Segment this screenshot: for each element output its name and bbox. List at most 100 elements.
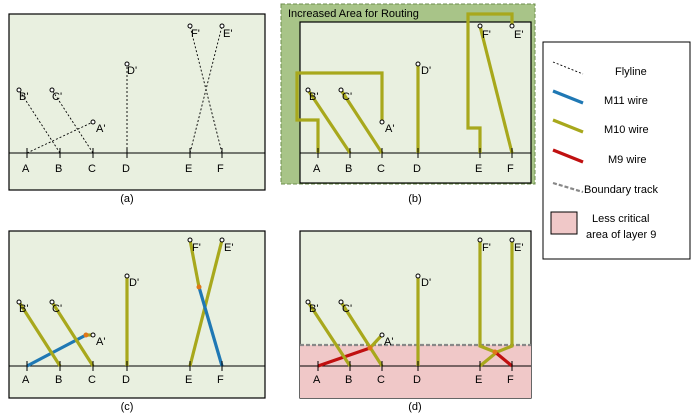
panel-c: A B C D E F A' B' C' D' F' E' (c) xyxy=(8,230,266,413)
pin-label-d-prime: D' xyxy=(127,65,137,77)
pin-label-e-prime: E' xyxy=(224,242,233,254)
caption-a: (a) xyxy=(120,193,133,205)
pin-label-f-prime: F' xyxy=(482,29,491,41)
panel-a: A B C D E F A' B' C' D' F' E' (a) xyxy=(8,13,266,205)
legend-less-critical-label-2: area of layer 9 xyxy=(586,229,656,241)
legend-boundary-label: Boundary track xyxy=(584,184,658,196)
routing-area-label: Increased Area for Routing xyxy=(288,8,419,20)
flyline-a xyxy=(26,121,94,154)
pin-label-e: E xyxy=(475,163,482,175)
caption-b: (b) xyxy=(408,193,421,205)
panel-a-frame xyxy=(8,13,266,191)
pin-label-a: A xyxy=(22,163,30,175)
top-pins-b xyxy=(305,23,515,125)
pin-label-f: F xyxy=(507,374,514,386)
m10-wire-c xyxy=(339,301,384,367)
pin-label-a: A xyxy=(313,374,321,386)
caption-c: (c) xyxy=(121,401,134,413)
flyline-f xyxy=(189,25,223,154)
m10-wire-c xyxy=(50,301,95,367)
legend: Flyline M11 wire M10 wire M9 wire Bounda… xyxy=(542,41,691,260)
m10-wire-f-upper xyxy=(188,239,201,288)
pin-label-c: C xyxy=(88,374,96,386)
legend-m9-swatch xyxy=(552,148,584,164)
m10-wire-b xyxy=(306,89,352,154)
legend-m10-swatch xyxy=(552,118,584,134)
m11-wire-f xyxy=(197,286,224,367)
panel-d: A B C D E F A' B' C' D' F' E' (d) xyxy=(299,230,532,413)
legend-m11-label: M11 wire xyxy=(604,95,648,107)
legend-flyline-label: Flyline xyxy=(615,66,647,78)
pin-label-a-prime: A' xyxy=(96,336,105,348)
pin-label-d-prime: D' xyxy=(129,277,139,289)
pin-label-b-prime: B' xyxy=(309,91,318,103)
pin-label-b-prime: B' xyxy=(19,91,28,103)
pin-label-b: B xyxy=(345,374,352,386)
top-pins-c xyxy=(16,237,225,338)
pin-label-f: F xyxy=(507,163,514,175)
pin-label-c: C xyxy=(377,163,385,175)
via-a xyxy=(83,332,89,338)
top-pins-a xyxy=(16,23,225,125)
legend-less-critical-swatch xyxy=(550,211,578,235)
legend-flyline-swatch xyxy=(552,61,584,75)
pin-label-c: C xyxy=(88,163,96,175)
pin-label-f-prime: F' xyxy=(482,242,491,254)
via-a xyxy=(367,345,373,351)
flyline-c xyxy=(51,89,94,154)
m10-wire-c xyxy=(339,89,384,154)
top-pins-d xyxy=(305,237,515,338)
legend-less-critical-label-1: Less critical xyxy=(592,213,649,225)
pin-label-c-prime: C' xyxy=(342,303,352,315)
pin-label-f: F xyxy=(217,374,224,386)
m10-wire-b xyxy=(306,301,352,367)
pin-label-a-prime: A' xyxy=(385,123,394,135)
bottom-pins-b xyxy=(317,148,513,158)
pin-label-f-prime: F' xyxy=(191,28,200,40)
pin-label-a-prime: A' xyxy=(384,336,393,348)
pin-label-e-prime: E' xyxy=(514,29,523,41)
pin-label-f-prime: F' xyxy=(192,242,201,254)
pin-label-a: A xyxy=(313,163,321,175)
pin-label-b: B xyxy=(345,163,352,175)
pin-label-d: D xyxy=(413,163,421,175)
m10-wire-e xyxy=(478,240,514,368)
pin-label-e: E xyxy=(475,374,482,386)
pin-label-e-prime: E' xyxy=(514,242,523,254)
pin-label-a: A xyxy=(22,374,30,386)
panel-c-frame xyxy=(8,230,266,399)
pin-label-e-prime: E' xyxy=(223,28,232,40)
legend-m10-label: M10 wire xyxy=(604,124,649,136)
pin-label-e: E xyxy=(185,163,192,175)
m10-wire-e xyxy=(188,239,224,367)
pin-label-c-prime: C' xyxy=(342,91,352,103)
pin-label-a-prime: A' xyxy=(96,123,105,135)
pin-label-d: D xyxy=(122,374,130,386)
panel-b-frame xyxy=(299,21,532,184)
pin-label-d-prime: D' xyxy=(421,65,431,77)
bottom-pins-a xyxy=(26,148,223,158)
m10-wire-f xyxy=(478,240,496,354)
m10-wire-a xyxy=(295,71,384,153)
via-f xyxy=(492,349,498,355)
pin-label-c-prime: C' xyxy=(52,91,62,103)
bottom-pins-c xyxy=(26,361,223,371)
pin-label-f: F xyxy=(217,163,224,175)
m10-wire-f xyxy=(478,25,514,154)
pin-label-d: D xyxy=(122,163,130,175)
pin-label-b: B xyxy=(55,163,62,175)
legend-m9-label: M9 wire xyxy=(608,154,647,166)
pin-label-c: C xyxy=(377,374,385,386)
pin-label-d-prime: D' xyxy=(421,277,431,289)
legend-boundary-swatch xyxy=(552,181,584,194)
panel-b: Increased Area for Routing A B C D E xyxy=(280,3,536,205)
m10-wire-a xyxy=(368,333,384,350)
legend-m11-swatch xyxy=(552,89,584,105)
pin-label-b-prime: B' xyxy=(19,303,28,315)
via-f xyxy=(196,284,202,290)
bottom-pins-d xyxy=(317,361,513,371)
caption-d: (d) xyxy=(408,401,421,413)
pin-label-c-prime: C' xyxy=(52,303,62,315)
m9-wire-f xyxy=(493,350,514,368)
